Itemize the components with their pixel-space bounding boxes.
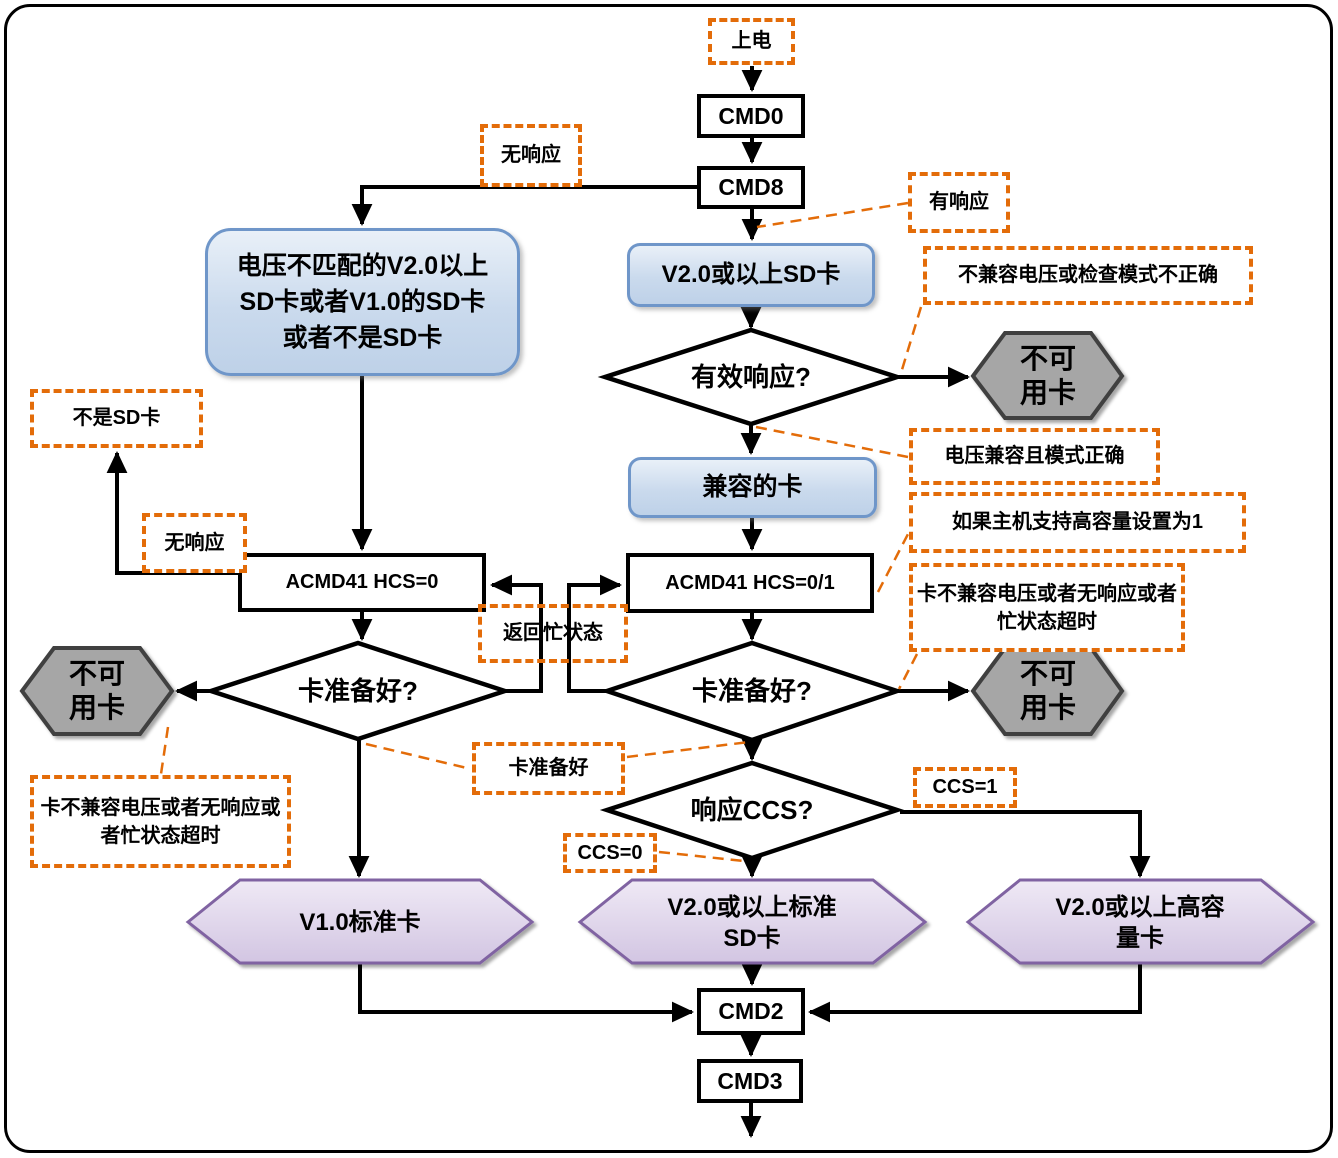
card-ready-left-text: 卡准备好?: [298, 675, 418, 706]
conn-incompatible: [899, 306, 923, 374]
conn-cardready-a: [365, 742, 472, 771]
conn-timeout-left: [159, 726, 170, 775]
ccs0-label: CCS=0: [563, 833, 657, 873]
edge-busy-loop-right: [567, 574, 622, 693]
outer-border: [4, 4, 1333, 1153]
no-response-top-label: 无响应: [480, 124, 582, 187]
card-ready-right-text: 卡准备好?: [692, 676, 812, 707]
edge-cmd8-mismatch: [351, 185, 697, 226]
v2-highcap-hexagon: [965, 878, 1316, 965]
unusable-right-text: 不可用卡: [1019, 658, 1076, 723]
v1-standard-text: V1.0标准卡: [299, 909, 421, 936]
ccs-diamond: [599, 760, 905, 861]
valid-response-text: 有效响应?: [691, 361, 811, 392]
edge-v1std-cmd2: [358, 963, 694, 1023]
no-response-left-label: 无响应: [142, 513, 247, 573]
edge-v2hc-cmd2: [808, 963, 1142, 1023]
acmd41-hcs0-box: ACMD41 HCS=0: [238, 553, 486, 612]
acmd41-hcs01-box: ACMD41 HCS=0/1: [626, 553, 874, 613]
conn-compatible: [755, 425, 909, 459]
edge-ccsq-v2hc: [900, 810, 1151, 878]
v1-standard-hexagon: [185, 878, 535, 965]
power-on-label: 上电: [708, 18, 795, 65]
has-response-label: 有响应: [908, 172, 1010, 233]
busy-state-label: 返回忙状态: [478, 604, 628, 663]
compatible-card-box: 兼容的卡: [628, 457, 877, 518]
cmd0-box: CMD0: [697, 94, 805, 138]
timeout-note-left: 卡不兼容电压或者无响应或者忙状态超时: [30, 775, 291, 868]
timeout-note-right: 卡不兼容电压或者无响应或者忙状态超时: [909, 563, 1185, 652]
not-sd-label: 不是SD卡: [30, 389, 203, 448]
ccs1-label: CCS=1: [913, 767, 1017, 808]
v2-standard-hexagon: [577, 878, 928, 965]
card-ready-label: 卡准备好: [472, 742, 625, 795]
incompatible-note: 不兼容电压或检查模式不正确: [923, 246, 1253, 305]
hcs-note: 如果主机支持高容量设置为1: [909, 492, 1246, 553]
conn-hcs: [876, 533, 910, 593]
cmd3-box: CMD3: [697, 1059, 803, 1103]
unusable-top-text: 不可用卡: [1019, 343, 1076, 408]
unusable-left-text: 不可用卡: [68, 658, 125, 723]
card-ready-left-diamond: [203, 640, 513, 742]
conn-timeout-right: [897, 653, 919, 690]
cmd2-box: CMD2: [697, 988, 805, 1035]
mismatch-card-box: 电压不匹配的V2.0以上SD卡或者V1.0的SD卡或者不是SD卡: [205, 228, 520, 376]
v2-standard-text: V2.0或以上标准SD卡: [667, 894, 837, 952]
unusable-top-hexagon: [970, 331, 1125, 420]
edge-acmd0-notsd: [106, 451, 238, 575]
conn-cardready-b: [626, 740, 750, 759]
conn-ccs0: [658, 850, 745, 863]
valid-response-diamond: [597, 327, 905, 427]
v2-sd-card-box: V2.0或以上SD卡: [627, 243, 875, 307]
cmd8-box: CMD8: [697, 166, 805, 209]
ccs-question-text: 响应CCS?: [690, 795, 814, 826]
compatible-note: 电压兼容且模式正确: [909, 428, 1160, 485]
edge-busy-loop-left: [490, 574, 543, 693]
conn-hasresponse: [756, 201, 909, 229]
v2-highcap-text: V2.0或以上高容量卡: [1055, 894, 1225, 952]
unusable-left-hexagon: [19, 646, 175, 736]
card-ready-right-diamond: [599, 640, 905, 743]
